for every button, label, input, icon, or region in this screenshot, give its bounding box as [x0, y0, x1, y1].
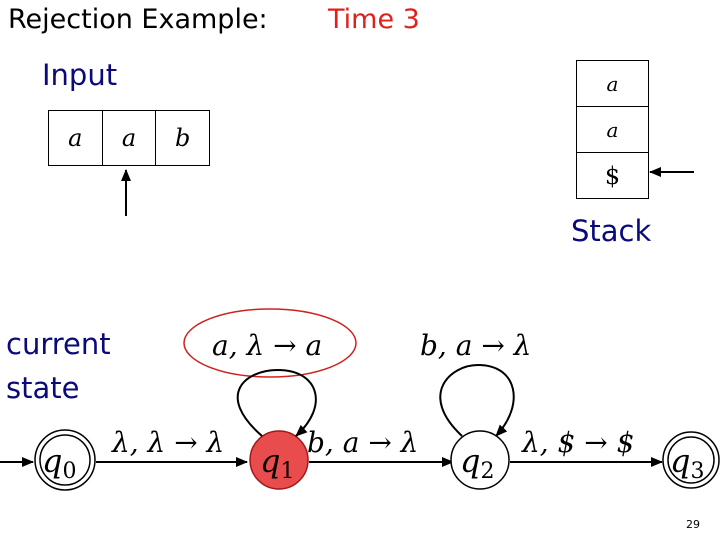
stack-label: Stack: [571, 214, 652, 248]
q2-loop-label: b, a → λ: [420, 329, 531, 362]
state-q0-label: q0: [42, 442, 76, 484]
state-q0-inner: [39, 434, 91, 486]
tape-cell: a: [103, 111, 157, 165]
current-state-label-line1: current: [6, 327, 111, 361]
stack-cell: $: [604, 161, 621, 190]
edge-q2-q3-label: λ, $ → $: [521, 426, 634, 459]
state-q3-inner: [667, 436, 715, 484]
q1-loop-label: a, λ → a: [212, 329, 322, 362]
tape-cell: b: [174, 124, 191, 152]
state-q2-label: q2: [460, 442, 494, 484]
current-state-label-line2: state: [6, 371, 80, 405]
input-label: Input: [42, 58, 118, 92]
stack: a a $: [576, 60, 649, 199]
state-q3: [662, 431, 720, 489]
stack-cell: a: [577, 107, 648, 153]
state-q3-label: q3: [670, 442, 704, 484]
q2-self-loop: [439, 363, 515, 437]
stack-cell: a: [577, 61, 648, 107]
edge-q0-q1-label: λ, λ → λ: [111, 426, 224, 459]
state-q1-label: q1: [260, 442, 294, 484]
page-number: 29: [686, 518, 700, 531]
edge-q1-q2-label: b, a → λ: [307, 426, 418, 459]
current-state-label: current state: [6, 322, 111, 410]
slide-title: Rejection Example:: [8, 4, 268, 35]
state-q1: [249, 430, 309, 490]
time-label: Time 3: [328, 4, 420, 35]
input-tape: a a b: [48, 110, 210, 166]
state-q0: [34, 429, 96, 491]
highlight-ellipse: [183, 308, 357, 378]
tape-cell: a: [49, 111, 103, 165]
q1-self-loop: [236, 368, 317, 437]
state-q2: [450, 430, 510, 490]
